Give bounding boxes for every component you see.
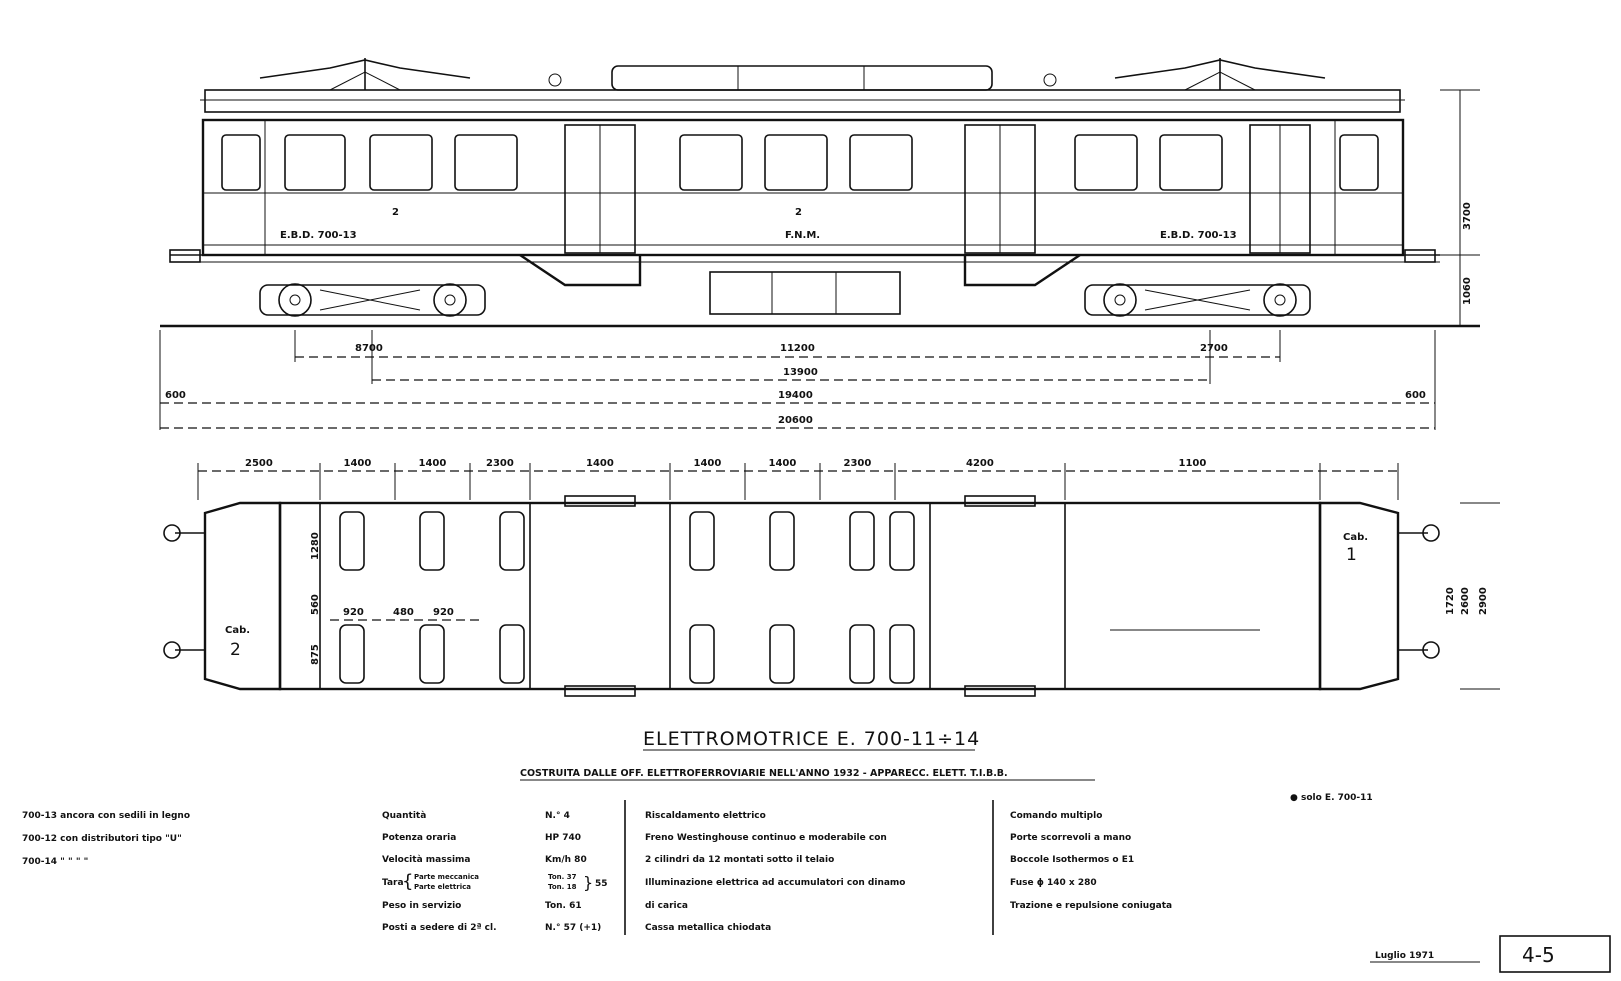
class-mark-left: 2 bbox=[392, 207, 399, 218]
seat bbox=[419, 624, 445, 684]
width-dim-1720: 1720 bbox=[1445, 587, 1456, 615]
dim-20600: 20600 bbox=[778, 415, 813, 426]
height-dim-floor: 1060 bbox=[1462, 277, 1473, 305]
segment-dim: 1400 bbox=[344, 458, 372, 469]
width-dim-875: 875 bbox=[310, 644, 321, 665]
spec-value-quantita: N.° 4 bbox=[545, 811, 570, 821]
spec-tara-sub2: Parte elettrica bbox=[414, 883, 471, 891]
dim-19400: 19400 bbox=[778, 390, 813, 401]
spec-tara-v1: Ton. 37 bbox=[548, 873, 577, 881]
side-elevation-view: E.B.D. 700-13 F.N.M. E.B.D. 700-13 2 2 3… bbox=[159, 58, 1480, 430]
drawing-title: ELETTROMOTRICE E. 700-11÷14 bbox=[643, 728, 980, 750]
seat-dim-480: 480 bbox=[393, 607, 414, 618]
equip-1-5: Cassa metallica chiodata bbox=[645, 923, 771, 933]
width-dim-2600: 2600 bbox=[1460, 587, 1471, 615]
seat bbox=[339, 624, 365, 684]
left-bogie bbox=[259, 283, 486, 317]
seat-dim-920-a: 920 bbox=[343, 607, 364, 618]
equip-2-3: Fuse ϕ 140 x 280 bbox=[1010, 878, 1097, 888]
sheet-number: 4-5 bbox=[1522, 943, 1555, 967]
equip-2-4: Trazione e repulsione coniugata bbox=[1010, 901, 1172, 911]
car-marking-right: E.B.D. 700-13 bbox=[1160, 230, 1237, 241]
class-mark-center: 2 bbox=[795, 207, 802, 218]
svg-text:{: { bbox=[402, 871, 413, 892]
dim-13900: 13900 bbox=[783, 367, 818, 378]
equip-1-2: 2 cilindri da 12 montati sotto il telaio bbox=[645, 855, 834, 865]
spec-label-velocita: Velocità massima bbox=[382, 855, 470, 865]
segment-dim: 1100 bbox=[1179, 458, 1207, 469]
dim-600-right: 600 bbox=[1405, 390, 1426, 401]
spec-tara-sub1: Parte meccanica bbox=[414, 873, 479, 881]
segment-dim: 4200 bbox=[966, 458, 994, 469]
segment-dim: 1400 bbox=[586, 458, 614, 469]
notes-block: 700-13 ancora con sedili in legno 700-12… bbox=[22, 811, 190, 867]
spec-tara-total: 55 bbox=[595, 879, 608, 889]
dim-8700: 8700 bbox=[355, 343, 383, 354]
segment-dim: 2300 bbox=[486, 458, 514, 469]
seat bbox=[499, 624, 525, 684]
dim-600-left: 600 bbox=[165, 390, 186, 401]
right-bogie bbox=[1084, 283, 1311, 317]
note-700-14: 700-14 " " " " bbox=[22, 857, 88, 867]
segment-dim: 1400 bbox=[769, 458, 797, 469]
car-marking-left: E.B.D. 700-13 bbox=[280, 230, 357, 241]
spec-tara-v2: Ton. 18 bbox=[548, 883, 577, 891]
cab-2-number: 2 bbox=[230, 640, 241, 660]
spec-value-posti: N.° 57 (+1) bbox=[545, 923, 601, 933]
seat bbox=[339, 511, 365, 571]
equip-1-1: Freno Westinghouse continuo e moderabile… bbox=[645, 833, 887, 843]
seat bbox=[689, 511, 715, 571]
specs-block: Quantità N.° 4 Potenza oraria HP 740 Vel… bbox=[382, 811, 608, 933]
height-dim-body: 3700 bbox=[1462, 202, 1473, 230]
cab-1-label: Cab. bbox=[1343, 532, 1368, 543]
spec-label-potenza: Potenza oraria bbox=[382, 833, 456, 843]
svg-text:}: } bbox=[583, 873, 593, 892]
equip-1-3: Illuminazione elettrica ad accumulatori … bbox=[645, 878, 906, 888]
note-700-13: 700-13 ancora con sedili in legno bbox=[22, 811, 190, 821]
car-marking-center: F.N.M. bbox=[785, 230, 820, 241]
seat bbox=[849, 511, 875, 571]
equipment-col-1: Riscaldamento elettrico Freno Westinghou… bbox=[645, 811, 906, 933]
seat bbox=[889, 624, 915, 684]
spec-value-peso: Ton. 61 bbox=[545, 901, 582, 911]
spec-label-peso: Peso in servizio bbox=[382, 901, 461, 911]
equip-2-0: Comando multiplo bbox=[1010, 811, 1102, 821]
segment-dim: 2300 bbox=[844, 458, 872, 469]
dim-11200: 11200 bbox=[780, 343, 815, 354]
seat bbox=[419, 511, 445, 571]
dim-2700: 2700 bbox=[1200, 343, 1228, 354]
width-dim-1280: 1280 bbox=[310, 532, 321, 560]
cab-1-number: 1 bbox=[1346, 545, 1357, 565]
segment-dim: 1400 bbox=[419, 458, 447, 469]
segment-dim: 2500 bbox=[245, 458, 273, 469]
drawing-subtitle: COSTRUITA DALLE OFF. ELETTROFERROVIARIE … bbox=[520, 768, 1008, 779]
width-dim-2900: 2900 bbox=[1478, 587, 1489, 615]
seat-dim-920-b: 920 bbox=[433, 607, 454, 618]
width-dim-560: 560 bbox=[310, 594, 321, 615]
equipment-col-2: Comando multiplo Porte scorrevoli a mano… bbox=[1010, 811, 1172, 911]
spec-label-posti: Posti a sedere di 2ª cl. bbox=[382, 923, 497, 933]
drawing-date: Luglio 1971 bbox=[1375, 951, 1434, 961]
footnote: ● solo E. 700-11 bbox=[1290, 793, 1373, 803]
segment-dim: 1400 bbox=[694, 458, 722, 469]
seat bbox=[499, 511, 525, 571]
plan-view: 2500 1400 1400 2300 1400 1400 1400 2300 4200 1100… bbox=[163, 458, 1500, 697]
equip-1-0: Riscaldamento elettrico bbox=[645, 811, 766, 821]
spec-label-tara: Tara bbox=[382, 878, 404, 888]
note-700-12: 700-12 con distributori tipo "U" bbox=[22, 834, 182, 844]
equip-1-4: di carica bbox=[645, 901, 688, 911]
seat bbox=[769, 624, 795, 684]
equip-2-1: Porte scorrevoli a mano bbox=[1010, 833, 1131, 843]
seat bbox=[769, 511, 795, 571]
seat bbox=[889, 511, 915, 571]
spec-value-velocita: Km/h 80 bbox=[545, 855, 587, 865]
seat bbox=[849, 624, 875, 684]
sheet-number-box bbox=[1499, 935, 1611, 973]
equip-2-2: Boccole Isothermos o E1 bbox=[1010, 855, 1134, 865]
spec-value-potenza: HP 740 bbox=[545, 833, 581, 843]
spec-label-quantita: Quantità bbox=[382, 811, 426, 821]
seat bbox=[689, 624, 715, 684]
cab-2-label: Cab. bbox=[225, 625, 250, 636]
